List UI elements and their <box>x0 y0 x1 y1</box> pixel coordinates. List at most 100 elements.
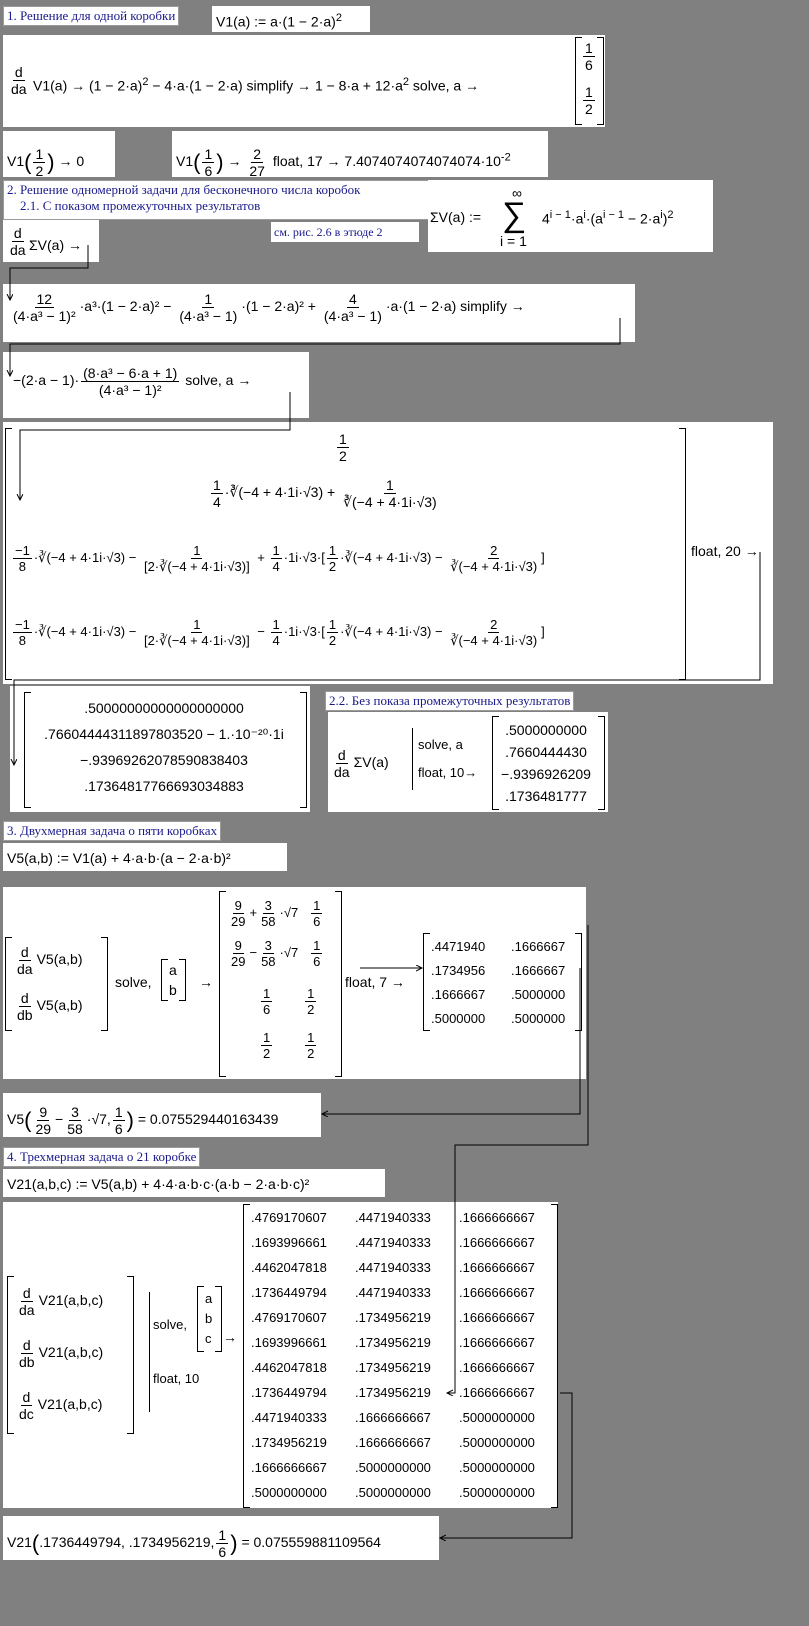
v21-num-bracket-right <box>551 1204 558 1508</box>
section-2-header: 2. Решение одномерной задачи для бесконе… <box>3 180 434 220</box>
v21-definition[interactable]: V21(a,b,c) := V5(a,b) + 4·4·a·b·c·(a·b −… <box>3 1169 385 1197</box>
v5-vars-bracket-left <box>161 959 168 1001</box>
v21-cell-r10c2: .1666666667 <box>355 1435 431 1450</box>
arrow-sigma-to-long <box>10 245 89 300</box>
v21-num-bracket-left <box>243 1204 250 1508</box>
arrow-float7-to-v5eval <box>322 968 581 1114</box>
v21-cell-r11c3: .5000000000 <box>459 1460 535 1475</box>
float20-row-2: .76604444311897803520 − 1.·10⁻²⁰·1i <box>44 726 284 742</box>
float10-row-4: .1736481777 <box>505 788 587 804</box>
v5-num-r2c2: .1666667 <box>511 963 566 978</box>
v5-definition[interactable]: V5(a,b) := V1(a) + 4·a·b·(a − 2·a·b)² <box>3 843 287 871</box>
simplified-expr[interactable]: −(2·a − 1)·(8·a³ − 6·a + 1)(4·a³ − 1)² s… <box>3 352 309 418</box>
v21-cell-r7c2: .1734956219 <box>355 1360 431 1375</box>
float10-row-1: .5000000000 <box>505 722 587 738</box>
sigma-body: 4i − 1·ai·(ai − 1 − 2·ai)2 <box>542 209 674 227</box>
note-text: см. рис. 2.6 в этюде 2 <box>274 225 383 239</box>
note-label: см. рис. 2.6 в этюде 2 <box>271 222 419 242</box>
sigma-definition[interactable]: ΣV(a) := ∞ ∑ i = 1 4i − 1·ai·(ai − 1 − 2… <box>428 180 713 252</box>
v21-cell-r12c3: .5000000000 <box>459 1485 535 1500</box>
arrow-simplified-to-roots <box>20 392 291 500</box>
v21-var-a: a <box>205 1291 213 1306</box>
v21-cell-r1c2: .4471940333 <box>355 1210 431 1225</box>
v21-cell-r4c3: .1666666667 <box>459 1285 535 1300</box>
section-22-header: 2.2. Без показа промежуточных результато… <box>325 691 575 711</box>
v5-var-b: b <box>169 982 177 998</box>
v21-cell-r2c2: .4471940333 <box>355 1235 431 1250</box>
v21-arrow: → <box>223 1329 237 1345</box>
v1-roots-bracket-left <box>575 37 582 125</box>
v21-var-c: c <box>205 1331 212 1346</box>
float20-row-3: −.93969262078590838403 <box>80 752 248 768</box>
v21-cell-r7c1: .4462047818 <box>251 1360 327 1375</box>
section-4-header: 4. Трехмерная задача о 21 коробке <box>3 1147 201 1167</box>
v21-cell-r5c1: .4769170607 <box>251 1310 327 1325</box>
arrow-roots-to-float20 <box>14 552 761 765</box>
v5-num-r4c1: .5000000 <box>431 1011 486 1026</box>
arrow-v21-to-eval <box>440 1392 573 1538</box>
v1-deriv-text: V1(a) → (1 − 2·a)2 − 4·a·(1 − 2·a) simpl… <box>33 76 480 94</box>
float20-result[interactable]: .50000000000000000000 .76604444311897803… <box>10 686 310 812</box>
float10-row-2: .7660444430 <box>505 744 587 760</box>
v21-cell-r5c3: .1666666667 <box>459 1310 535 1325</box>
v21-cell-r12c1: .5000000000 <box>251 1485 327 1500</box>
long-derivative-expr[interactable]: 12(4·a³ − 1)²·a³·(1 − 2·a)² − 1(4·a³ − 1… <box>3 284 635 342</box>
arrow-float7-to-v21 <box>447 925 589 1393</box>
v5-arrow: → <box>199 974 213 990</box>
float10-bracket-left <box>492 716 499 810</box>
long-expr-text: 12(4·a³ − 1)²·a³·(1 − 2·a)² − 1(4·a³ − 1… <box>13 291 525 324</box>
v21-cell-r3c3: .1666666667 <box>459 1260 535 1275</box>
v21-cell-r10c1: .1734956219 <box>251 1435 327 1450</box>
v1-definition[interactable]: V1(a) := a·(1 − 2·a)2 <box>212 6 370 32</box>
v5-num-bracket-left <box>423 933 430 1031</box>
roots-bracket-left <box>5 428 12 680</box>
v5-num-r1c2: .1666667 <box>511 939 566 954</box>
v21-cell-r8c3: .1666666667 <box>459 1385 535 1400</box>
float10-bracket-right <box>598 716 605 810</box>
arrow-long-to-simplified <box>10 318 621 376</box>
v21-cell-r6c1: .1693996661 <box>251 1335 327 1350</box>
v21-cell-r9c1: .4471940333 <box>251 1410 327 1425</box>
v21-cell-r4c1: .1736449794 <box>251 1285 327 1300</box>
v5-grad-bracket-right <box>101 937 108 1031</box>
v5-num-r2c1: .1734956 <box>431 963 486 978</box>
v5-grad-bracket-left <box>5 937 12 1031</box>
float10-keyword-bar <box>412 728 413 790</box>
float20-row-4: .17364817766693034883 <box>84 778 244 794</box>
v5-num-r3c1: .1666667 <box>431 987 486 1002</box>
v21-float10-kw: float, 10 <box>153 1371 200 1386</box>
v5-solve-kw: solve, <box>115 974 152 990</box>
v21-cell-r6c3: .1666666667 <box>459 1335 535 1350</box>
sigma-sum-symbol: ∑ <box>502 196 527 234</box>
v21-cell-r6c2: .1734956219 <box>355 1335 431 1350</box>
v21-cell-r10c3: .5000000000 <box>459 1435 535 1450</box>
section-1-header: 1. Решение для одной коробки <box>3 6 180 26</box>
sigma-def-lhs: ΣV(a) := <box>430 209 482 225</box>
v21-cell-r2c3: .1666666667 <box>459 1235 535 1250</box>
v5-var-a: a <box>169 962 177 978</box>
v1-def-text: V1(a) := a·(1 − 2·a)2 <box>216 12 342 30</box>
